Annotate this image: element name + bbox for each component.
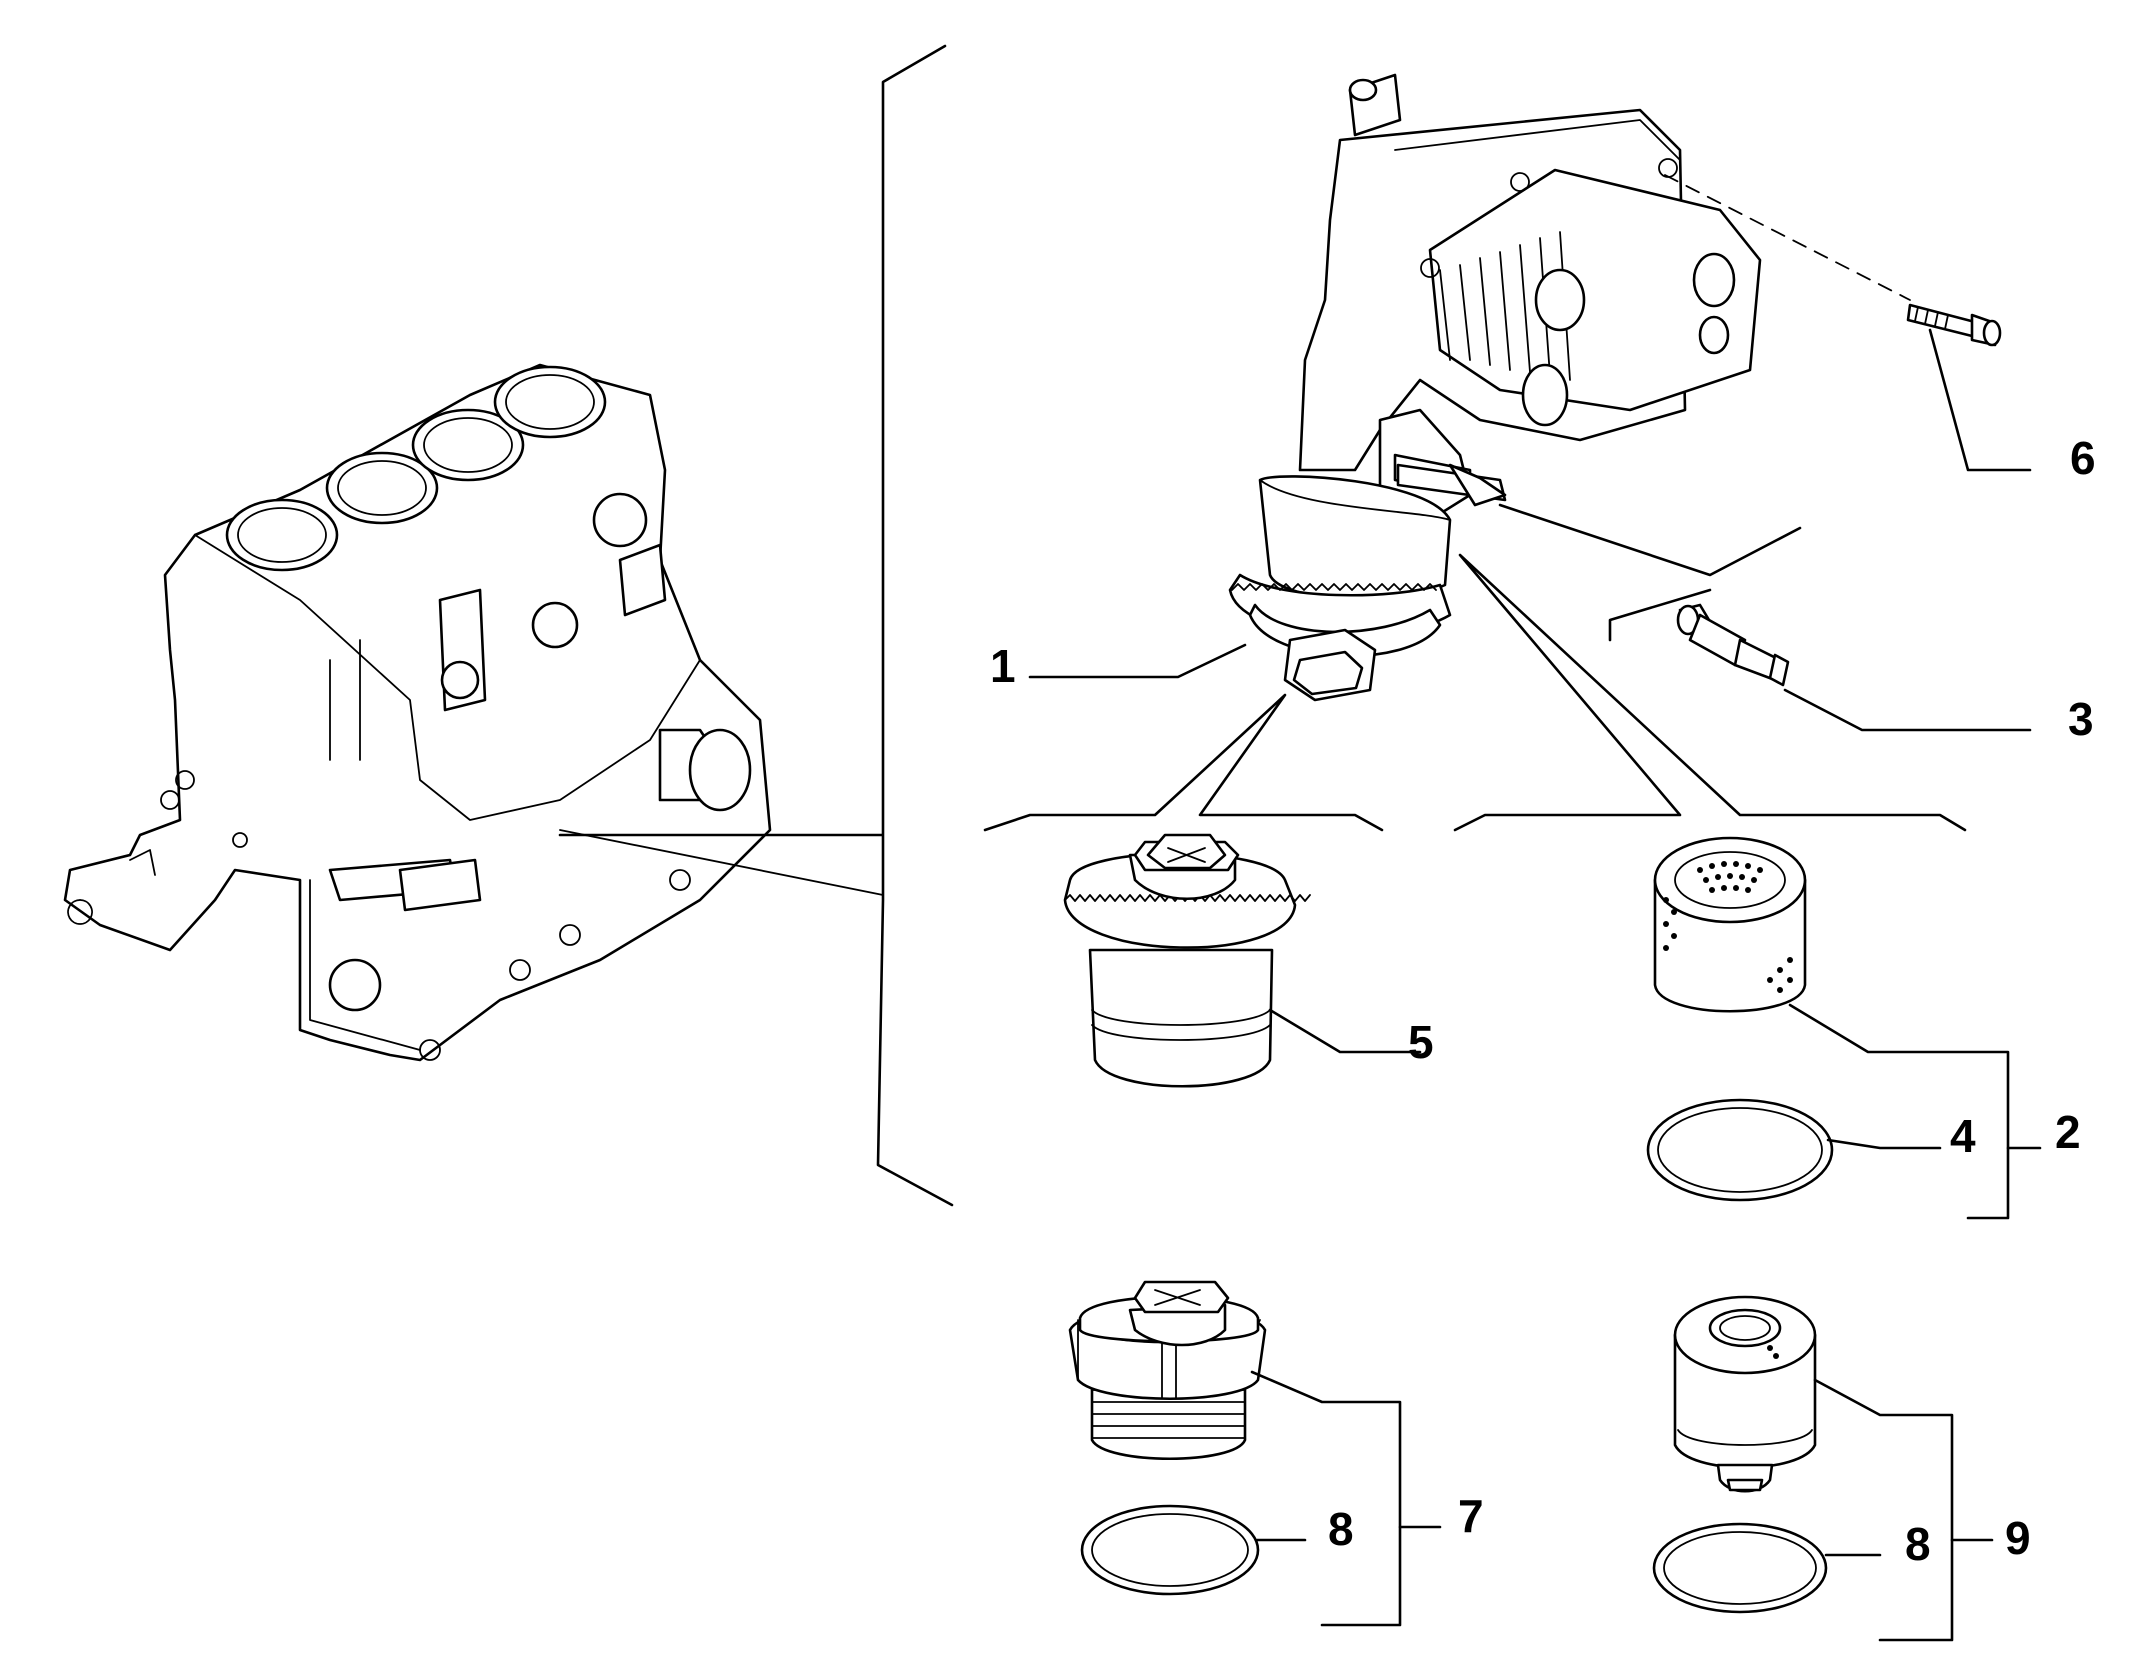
leader-3-bracket <box>1608 588 1712 642</box>
leader-9 <box>1813 1378 1954 1642</box>
o-ring-part <box>1080 1504 1260 1596</box>
leader-6 <box>1928 328 2032 472</box>
o-ring-part <box>1652 1522 1828 1614</box>
leader-5 <box>1268 1008 1422 1054</box>
leader-4-element <box>1788 1003 2010 1220</box>
leader-2-fan <box>1453 553 1967 832</box>
callout-3: 3 <box>2068 693 2094 745</box>
callout-7: 7 <box>1458 1490 1484 1542</box>
filter-cartridge-part <box>1063 833 1311 1088</box>
assembly-bracket-frame <box>558 44 954 1207</box>
leader-3 <box>1783 688 2032 732</box>
callout-1: 1 <box>990 640 1016 692</box>
leader-1 <box>1028 643 1247 679</box>
callout-8: 8 <box>1328 1503 1354 1555</box>
leader-3-upper <box>1498 503 1802 577</box>
callout-9: 9 <box>2005 1512 2031 1564</box>
callout-2: 2 <box>2055 1106 2081 1158</box>
leader-4 <box>1826 1138 1942 1150</box>
leader-7 <box>1250 1370 1402 1627</box>
leader-5-fan <box>983 693 1384 832</box>
bolt-alignment-dashed-line <box>1664 174 1911 301</box>
bolt-part <box>1906 303 2002 347</box>
filter-cap-part <box>1068 1280 1267 1461</box>
filter-element-part <box>1653 836 1807 1013</box>
oil-filter-housing-cooler <box>1228 73 1762 702</box>
callout-5: 5 <box>1408 1016 1434 1068</box>
callout-6: 6 <box>2070 432 2096 484</box>
o-ring-part <box>1646 1098 1834 1202</box>
oil-pressure-sensor-part <box>1676 603 1790 687</box>
engine-block-illustration <box>63 363 772 1062</box>
spin-on-filter-part <box>1673 1295 1817 1493</box>
callout-8: 8 <box>1905 1518 1931 1570</box>
callout-4: 4 <box>1950 1110 1976 1162</box>
